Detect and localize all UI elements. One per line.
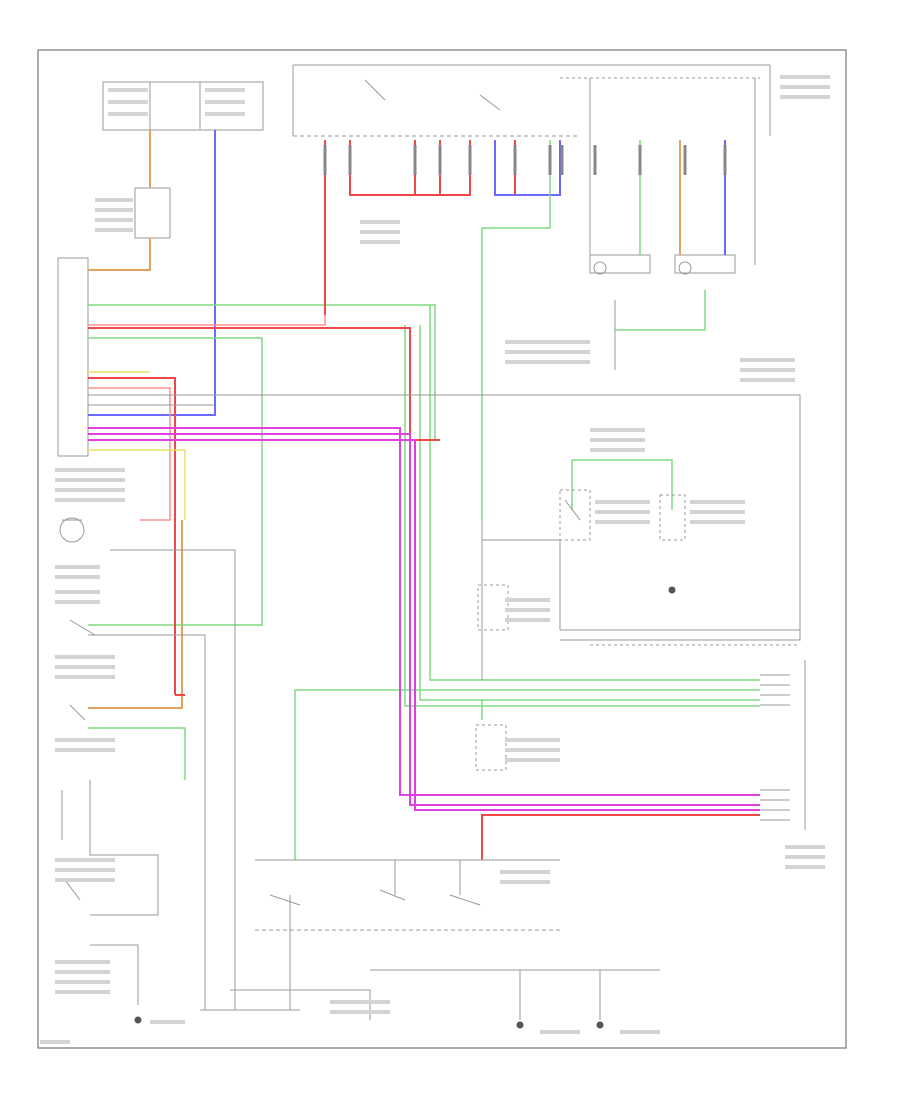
- left-headlight-icon: [593, 261, 607, 275]
- top-right-fuse-box: [292, 64, 771, 265]
- top-left-fuse-block: [102, 81, 264, 131]
- wire-gray: [88, 300, 801, 1020]
- control-unit-connector: [57, 257, 89, 457]
- wire-red: [88, 140, 760, 860]
- right-headlight-icon: [678, 261, 692, 275]
- label-placeholders: [40, 75, 830, 1044]
- sensor-icon: [59, 517, 85, 543]
- right-connector-pins: [760, 660, 806, 830]
- wire-pink: [88, 315, 326, 521]
- wire-yellow: [88, 371, 186, 520]
- switch-contacts: [61, 79, 581, 906]
- diagram-frame: [37, 49, 847, 1049]
- wire-orange: [88, 130, 681, 709]
- fuse-outputs: [323, 145, 727, 175]
- relay-block: [134, 187, 171, 239]
- headlight-frames: [589, 254, 736, 275]
- component-boxes: [475, 489, 686, 771]
- wire-magenta: [88, 427, 760, 811]
- ground-symbol: [134, 586, 676, 1029]
- wire-green: [88, 140, 760, 860]
